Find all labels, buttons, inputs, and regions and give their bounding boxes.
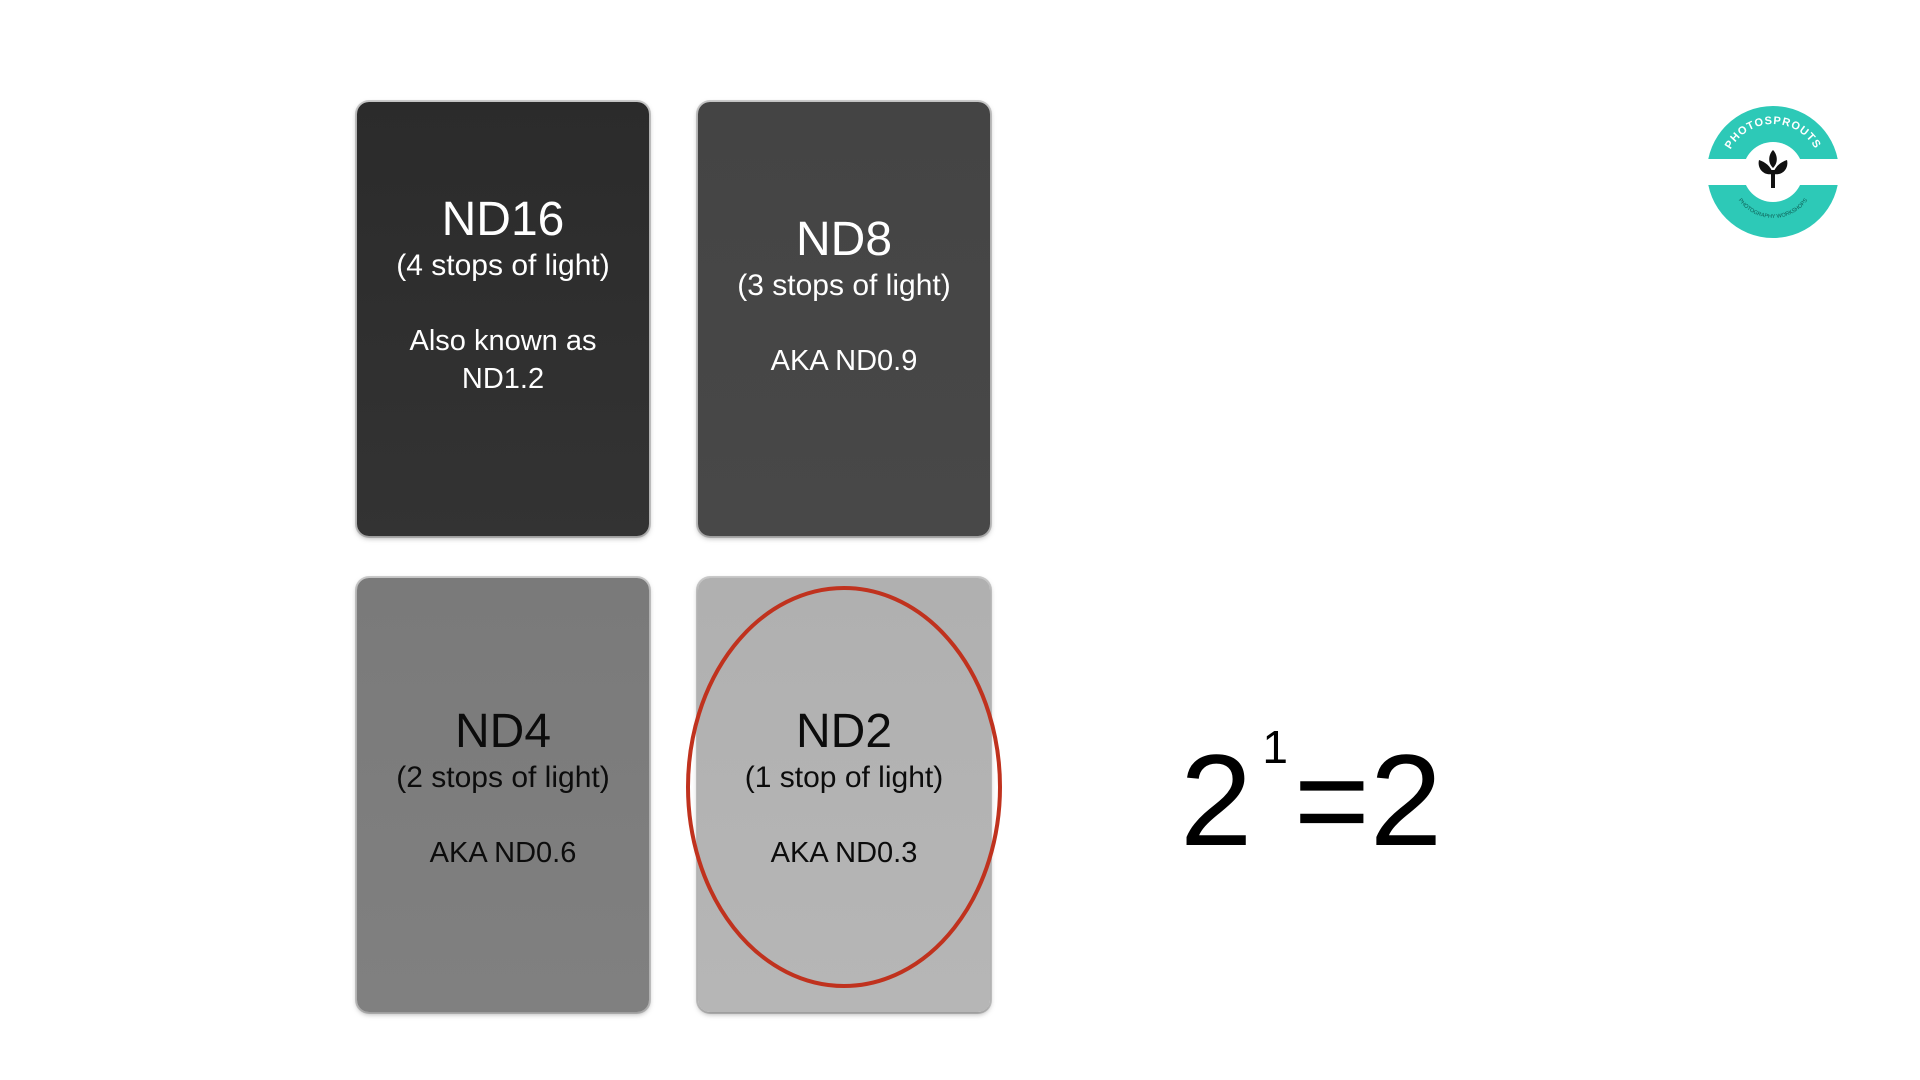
filter-card-nd2: ND2 (1 stop of light) AKA ND0.3	[698, 578, 990, 1012]
card-title: ND2	[795, 705, 893, 758]
filter-card-nd4: ND4 (2 stops of light) AKA ND0.6	[357, 578, 649, 1012]
sprout-icon	[1758, 150, 1788, 188]
card-stops: (2 stops of light)	[396, 761, 610, 794]
card-aka: AKA ND0.9	[770, 345, 918, 377]
card-content: ND4 (2 stops of light) AKA ND0.6	[357, 704, 649, 872]
card-aka: AKA ND0.6	[429, 837, 577, 869]
formula-exponent: 1	[1262, 721, 1288, 773]
card-aka: Also known as ND1.2	[409, 325, 597, 395]
card-content: ND8 (3 stops of light) AKA ND0.9	[698, 212, 990, 380]
card-content: ND16 (4 stops of light) Also known as ND…	[357, 192, 649, 398]
formula-base: 2	[1180, 727, 1253, 873]
card-title: ND8	[795, 213, 893, 266]
filter-card-nd8: ND8 (3 stops of light) AKA ND0.9	[698, 102, 990, 536]
card-title: ND16	[441, 193, 565, 246]
card-title: ND4	[454, 705, 552, 758]
highlight-ellipse	[686, 586, 1002, 988]
filter-card-nd16: ND16 (4 stops of light) Also known as ND…	[357, 102, 649, 536]
card-content: ND2 (1 stop of light) AKA ND0.3	[698, 704, 990, 872]
card-aka: AKA ND0.3	[770, 837, 918, 869]
card-stops: (3 stops of light)	[737, 269, 951, 302]
card-stops: (4 stops of light)	[396, 249, 610, 282]
photosprouts-logo: PHOTOSPROUTS PHOTOGRAPHY WORKSHOPS	[1707, 106, 1839, 238]
card-stops: (1 stop of light)	[744, 761, 944, 794]
formula-result: =2	[1293, 727, 1443, 873]
